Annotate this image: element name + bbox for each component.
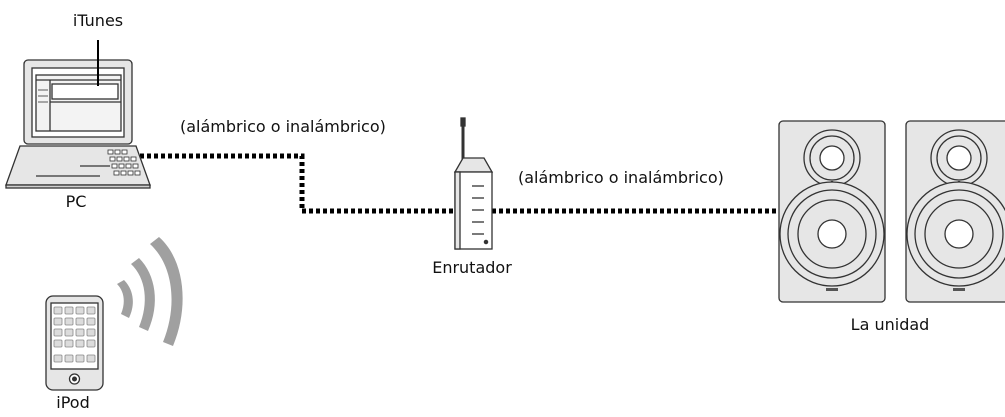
pc-label: PC — [65, 192, 87, 211]
connection-pc-router-label: (alámbrico o inalámbrico) — [180, 117, 386, 136]
ipod-label: iPod — [56, 393, 90, 412]
speaker-right-icon — [905, 120, 1005, 303]
smartphone-icon — [45, 295, 104, 391]
router-label: Enrutador — [432, 258, 512, 277]
unit-label: La unidad — [850, 315, 930, 334]
itunes-label: iTunes — [72, 11, 124, 30]
connection-pc-router — [140, 153, 455, 214]
connection-router-unit-label: (alámbrico o inalámbrico) — [518, 168, 724, 187]
speaker-left-icon — [778, 120, 886, 303]
router-icon — [453, 117, 494, 250]
wireless-waves-icon — [117, 237, 183, 346]
laptop-icon — [5, 59, 151, 189]
